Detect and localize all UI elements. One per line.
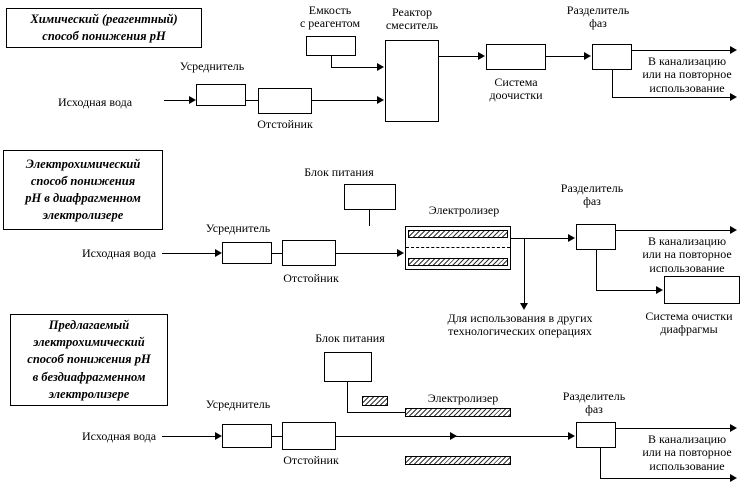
equalizer-box [222, 424, 272, 448]
output-label: В канализацию или на повторное использов… [642, 54, 732, 95]
section3-title: Предлагаемый электрохимический способ по… [10, 314, 168, 406]
flow-line [596, 250, 597, 290]
reagent-tank-box [306, 36, 356, 56]
phase-separator-label: Разделитель фаз [560, 181, 624, 209]
connector-line [331, 56, 332, 67]
flow-line [312, 100, 377, 101]
settler-label: Отстойник [257, 117, 313, 131]
flow-line [162, 253, 216, 254]
connector-line [331, 67, 377, 68]
reagent-tank-label: Емкость с реагентом [299, 3, 361, 31]
electrode-top [408, 230, 508, 238]
flow-line [600, 478, 732, 479]
arrow-right-icon [215, 432, 222, 440]
arrow-right-icon [730, 93, 737, 101]
flow-line [336, 436, 511, 437]
connector-line [347, 412, 405, 413]
phase-separator-box [576, 422, 616, 448]
arrow-right-icon [730, 46, 737, 54]
flow-line [336, 253, 398, 254]
output-label: В канализацию или на повторное использов… [642, 432, 732, 473]
phase-separator-box [576, 224, 616, 250]
arrow-right-icon [215, 249, 222, 257]
electrode-top [405, 408, 511, 417]
reactor-box [385, 40, 439, 122]
flow-line [616, 428, 732, 429]
flow-line [164, 100, 190, 101]
arrow-right-icon [377, 96, 384, 104]
power-supply-box [344, 184, 396, 210]
arrow-right-icon [584, 52, 591, 60]
equalizer-label: Усреднитель [205, 221, 271, 235]
flow-line [511, 238, 573, 239]
flow-line [616, 230, 732, 231]
settler-label: Отстойник [283, 453, 339, 467]
flow-line [246, 100, 258, 101]
phase-separator-label: Разделитель фаз [562, 389, 626, 417]
electrode-bottom [408, 258, 508, 266]
arrow-right-icon [478, 52, 485, 60]
section1-title: Химический (реагентный) способ понижения… [6, 8, 202, 48]
settler-box [258, 88, 312, 114]
phase-separator-label: Разделитель фаз [566, 3, 630, 31]
arrow-right-icon [377, 63, 384, 71]
source-water-label: Исходная вода [82, 429, 157, 443]
settler-box [282, 240, 336, 266]
electrode-bottom [405, 456, 511, 465]
arrow-down-icon [520, 303, 528, 310]
flow-line [511, 436, 573, 437]
flow-line [439, 56, 479, 57]
power-supply-box [324, 352, 372, 382]
power-supply-label: Блок питания [304, 165, 374, 179]
flow-line [612, 70, 613, 97]
diaphragm-cleaning-box [664, 276, 740, 304]
equalizer-box [196, 84, 246, 106]
section2-title: Электрохимический способ понижения рН в … [3, 150, 163, 230]
connector-line [347, 382, 348, 412]
arrow-right-icon [656, 286, 663, 294]
source-water-label: Исходная вода [58, 95, 133, 109]
diaphragm-line [406, 247, 510, 248]
flow-line [546, 56, 585, 57]
arrow-right-icon [568, 432, 575, 440]
arrow-right-icon [730, 474, 737, 482]
flow-line [596, 290, 658, 291]
post-treatment-box [486, 44, 546, 70]
flow-line [632, 50, 732, 51]
power-supply-label: Блок питания [315, 331, 385, 345]
other-use-label: Для использования в других технологическ… [447, 311, 593, 339]
source-water-label: Исходная вода [82, 246, 157, 260]
contact-hatch [362, 396, 388, 406]
arrow-right-icon [397, 249, 404, 257]
arrow-right-icon [730, 424, 737, 432]
arrow-right-icon [450, 432, 457, 440]
equalizer-box [222, 242, 272, 264]
settler-box [282, 422, 336, 450]
phase-separator-box [592, 44, 632, 70]
output-label: В канализацию или на повторное использов… [642, 234, 732, 275]
electrolyzer-label: Электролизер [427, 391, 499, 405]
settler-label: Отстойник [283, 271, 339, 285]
equalizer-label: Усреднитель [205, 397, 271, 411]
arrow-right-icon [730, 226, 737, 234]
equalizer-label: Усреднитель [179, 59, 245, 73]
flow-line [272, 436, 282, 437]
flow-line [600, 448, 601, 478]
electrolyzer-label: Электролизер [428, 203, 500, 217]
reactor-label: Реактор смеситель [385, 5, 439, 33]
flow-line [272, 253, 282, 254]
diaphragm-cleaning-label: Система очистки диафрагмы [645, 309, 733, 337]
connector-line [369, 210, 370, 226]
flow-line [524, 238, 525, 304]
arrow-right-icon [568, 234, 575, 242]
post-treatment-label: Система доочистки [489, 75, 543, 103]
arrow-right-icon [189, 96, 196, 104]
flow-line [162, 436, 216, 437]
flow-line [612, 97, 732, 98]
